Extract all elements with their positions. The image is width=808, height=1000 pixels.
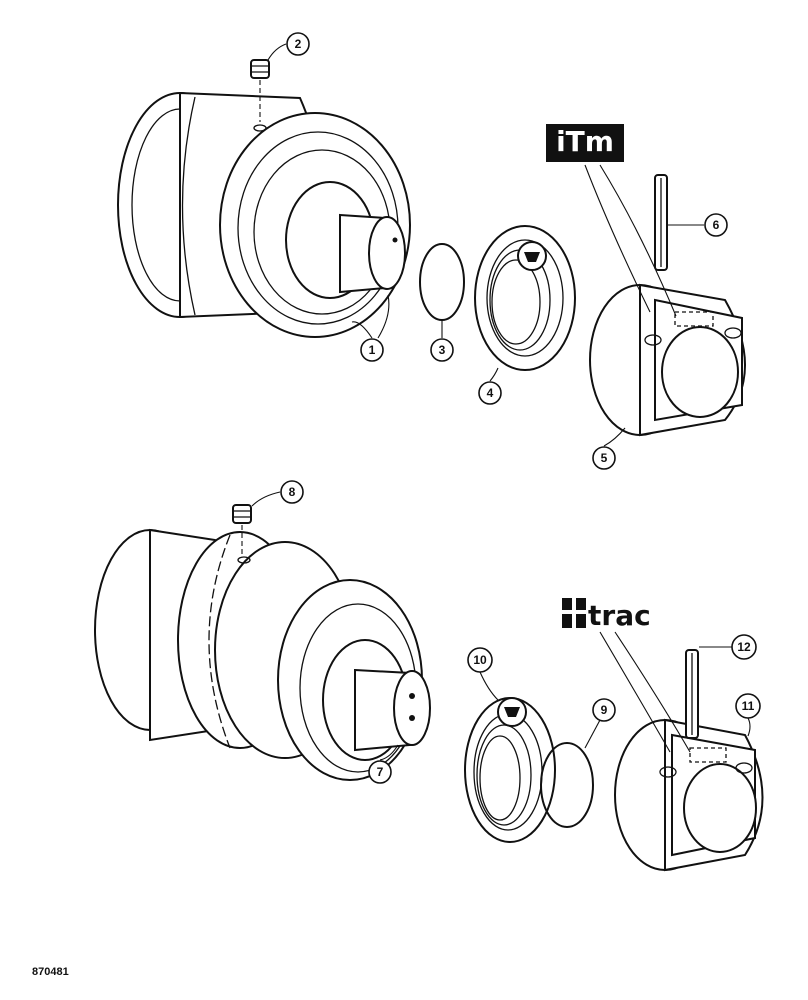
plug-part-2: [250, 59, 270, 122]
svg-text:4: 4: [487, 386, 494, 400]
callout-12: 12: [699, 634, 757, 660]
callout-1: 1: [351, 294, 390, 362]
svg-text:9: 9: [601, 703, 608, 717]
svg-text:10: 10: [473, 653, 487, 667]
svg-text:12: 12: [737, 640, 751, 654]
svg-text:1: 1: [369, 343, 376, 357]
bottom-roller-assembly: [94, 528, 431, 781]
top-roller-assembly: [117, 91, 411, 338]
o-ring-part-9: [540, 742, 594, 828]
svg-text:11: 11: [742, 699, 755, 713]
svg-text:trac: trac: [588, 599, 651, 632]
callout-9: 9: [584, 698, 616, 749]
callout-5: 5: [592, 427, 626, 470]
seal-part-4: [474, 225, 576, 371]
callout-11: 11: [735, 693, 761, 737]
pin-part-6: [654, 174, 668, 271]
itm-logo: iTm: [546, 124, 677, 317]
ihtrac-logo: trac: [562, 598, 691, 753]
svg-text:iTm: iTm: [556, 125, 614, 158]
end-collar-part-11: [614, 718, 764, 872]
plug-part-8: [232, 504, 252, 555]
callout-3: 3: [430, 320, 454, 362]
callout-2: 2: [267, 32, 310, 61]
pin-part-12: [685, 649, 699, 739]
svg-text:5: 5: [601, 451, 608, 465]
callout-6: 6: [668, 213, 728, 237]
end-collar-part-5: [589, 283, 746, 437]
svg-text:3: 3: [439, 343, 446, 357]
svg-text:8: 8: [289, 485, 296, 499]
figure-id: 870481: [32, 966, 69, 978]
svg-text:6: 6: [713, 218, 720, 232]
svg-text:2: 2: [295, 37, 302, 51]
callout-7: 7: [368, 744, 399, 784]
callout-4: 4: [478, 367, 502, 405]
o-ring-part-3: [419, 243, 465, 321]
callout-10: 10: [467, 647, 499, 701]
callout-8: 8: [251, 480, 304, 507]
svg-text:7: 7: [377, 765, 384, 779]
seal-part-10: [464, 697, 556, 843]
